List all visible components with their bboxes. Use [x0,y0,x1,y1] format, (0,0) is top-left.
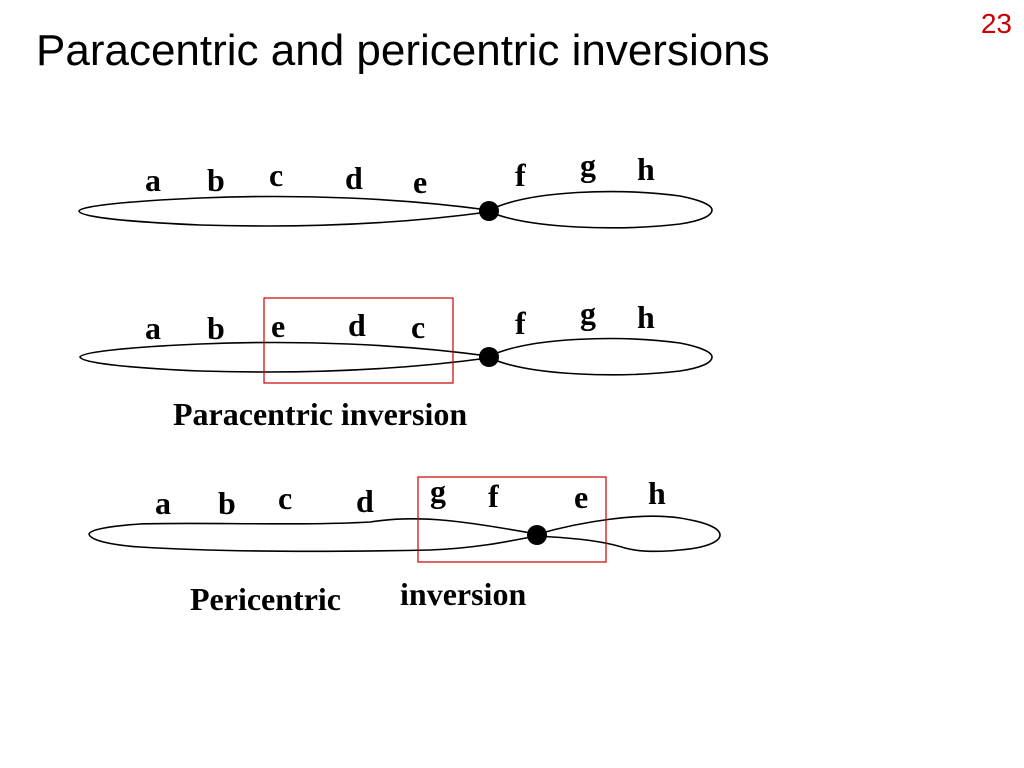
gene-label: h [648,475,666,511]
pericentric-centromere [527,525,547,545]
pericentric-chromosome-short-arm [537,515,721,553]
gene-label: b [207,310,225,346]
gene-label: c [278,480,292,516]
gene-label: e [574,479,588,515]
gene-label: d [348,307,366,343]
gene-label: c [411,309,425,345]
normal-centromere [479,201,499,221]
gene-label: d [345,160,363,196]
normal-chromosome-short-arm [489,190,713,229]
paracentric-inverted-segment-box [263,297,454,384]
pericentric-inverted-segment-box [417,476,607,563]
gene-label: b [218,485,236,521]
paracentric-chromosome: a b e d c f g h Paracentric inversion [79,295,713,432]
normal-chromosome-long-arm [78,195,489,227]
pericentric-caption-word2: inversion [400,576,526,612]
slide-title: Paracentric and pericentric inversions [36,26,770,75]
gene-label: c [269,157,283,193]
pericentric-caption-word1: Pericentric [190,581,341,617]
gene-label: e [413,164,427,200]
gene-label: h [637,151,655,187]
paracentric-caption: Paracentric inversion [173,396,467,432]
gene-label: g [430,473,446,509]
pericentric-chromosome-long-arm [88,518,537,553]
gene-label: f [515,305,526,341]
gene-label: b [207,162,225,198]
gene-label: g [580,147,596,183]
gene-label: f [488,478,499,514]
gene-label: h [637,299,655,335]
pericentric-chromosome: a b c d g f e h Pericentric inversion [88,473,721,617]
gene-label: e [271,308,285,344]
gene-label: d [356,483,374,519]
gene-label: a [145,310,161,346]
gene-label: a [155,485,171,521]
paracentric-chromosome-long-arm [79,341,489,373]
page-number: 23 [980,8,1012,39]
gene-label: a [145,162,161,198]
gene-label: g [580,295,596,331]
paracentric-chromosome-short-arm [489,337,713,376]
paracentric-centromere [479,347,499,367]
normal-chromosome: a b c d e f g h [78,147,713,229]
gene-label: f [515,157,526,193]
